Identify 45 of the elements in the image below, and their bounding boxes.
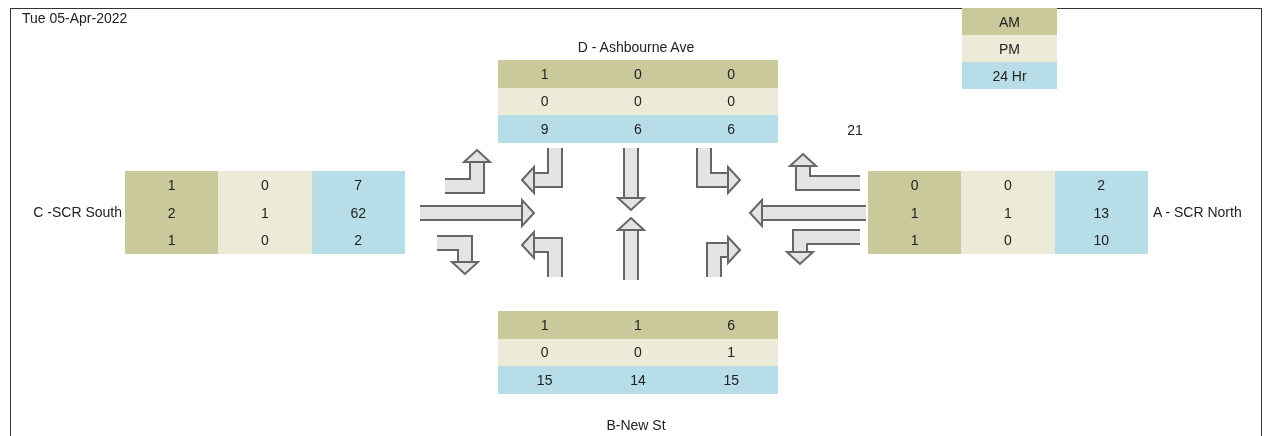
- count-cell: 1: [868, 226, 962, 255]
- count-cell: 1: [684, 338, 778, 366]
- count-cell: 2: [1054, 171, 1148, 199]
- count-cell: 0: [498, 87, 592, 115]
- count-cell: 1: [591, 311, 685, 339]
- count-cell: 0: [591, 60, 685, 88]
- count-cell: 13: [1054, 198, 1148, 227]
- count-cell: 9: [498, 115, 592, 143]
- count-cell: 0: [218, 226, 312, 255]
- count-cell: 0: [498, 338, 592, 366]
- total-value: 21: [847, 122, 863, 138]
- legend-swatch: AM: [962, 8, 1057, 35]
- approach-name: B-New St: [606, 417, 666, 433]
- count-cell: 2: [311, 226, 405, 255]
- count-cell: 0: [684, 60, 778, 88]
- count-cell: 1: [125, 226, 219, 255]
- count-cell: 15: [498, 366, 592, 394]
- count-cell: 1: [498, 60, 592, 88]
- count-cell: 6: [591, 115, 685, 143]
- count-cell: 0: [591, 338, 685, 366]
- count-cell: 1: [961, 198, 1055, 227]
- count-cell: 2: [125, 198, 219, 227]
- count-cell: 6: [684, 311, 778, 339]
- count-cell: 14: [591, 366, 685, 394]
- count-cell: 0: [591, 87, 685, 115]
- count-cell: 6: [684, 115, 778, 143]
- approach-name: C -SCR South: [33, 204, 122, 220]
- count-cell: 0: [961, 171, 1055, 199]
- count-cell: 0: [218, 171, 312, 199]
- legend-swatch: PM: [962, 35, 1057, 62]
- count-cell: 0: [961, 226, 1055, 255]
- count-cell: 15: [684, 366, 778, 394]
- approach-name: A - SCR North: [1153, 204, 1242, 220]
- count-cell: 62: [311, 198, 405, 227]
- count-cell: 1: [498, 311, 592, 339]
- count-cell: 0: [868, 171, 962, 199]
- count-cell: 0: [684, 87, 778, 115]
- date-text: Tue 05-Apr-2022: [22, 10, 128, 26]
- count-cell: 7: [311, 171, 405, 199]
- approach-name: D - Ashbourne Ave: [577, 39, 695, 55]
- count-cell: 1: [125, 171, 219, 199]
- count-cell: 1: [868, 198, 962, 227]
- legend-swatch: 24 Hr: [962, 62, 1057, 89]
- count-cell: 10: [1054, 226, 1148, 255]
- count-cell: 1: [218, 198, 312, 227]
